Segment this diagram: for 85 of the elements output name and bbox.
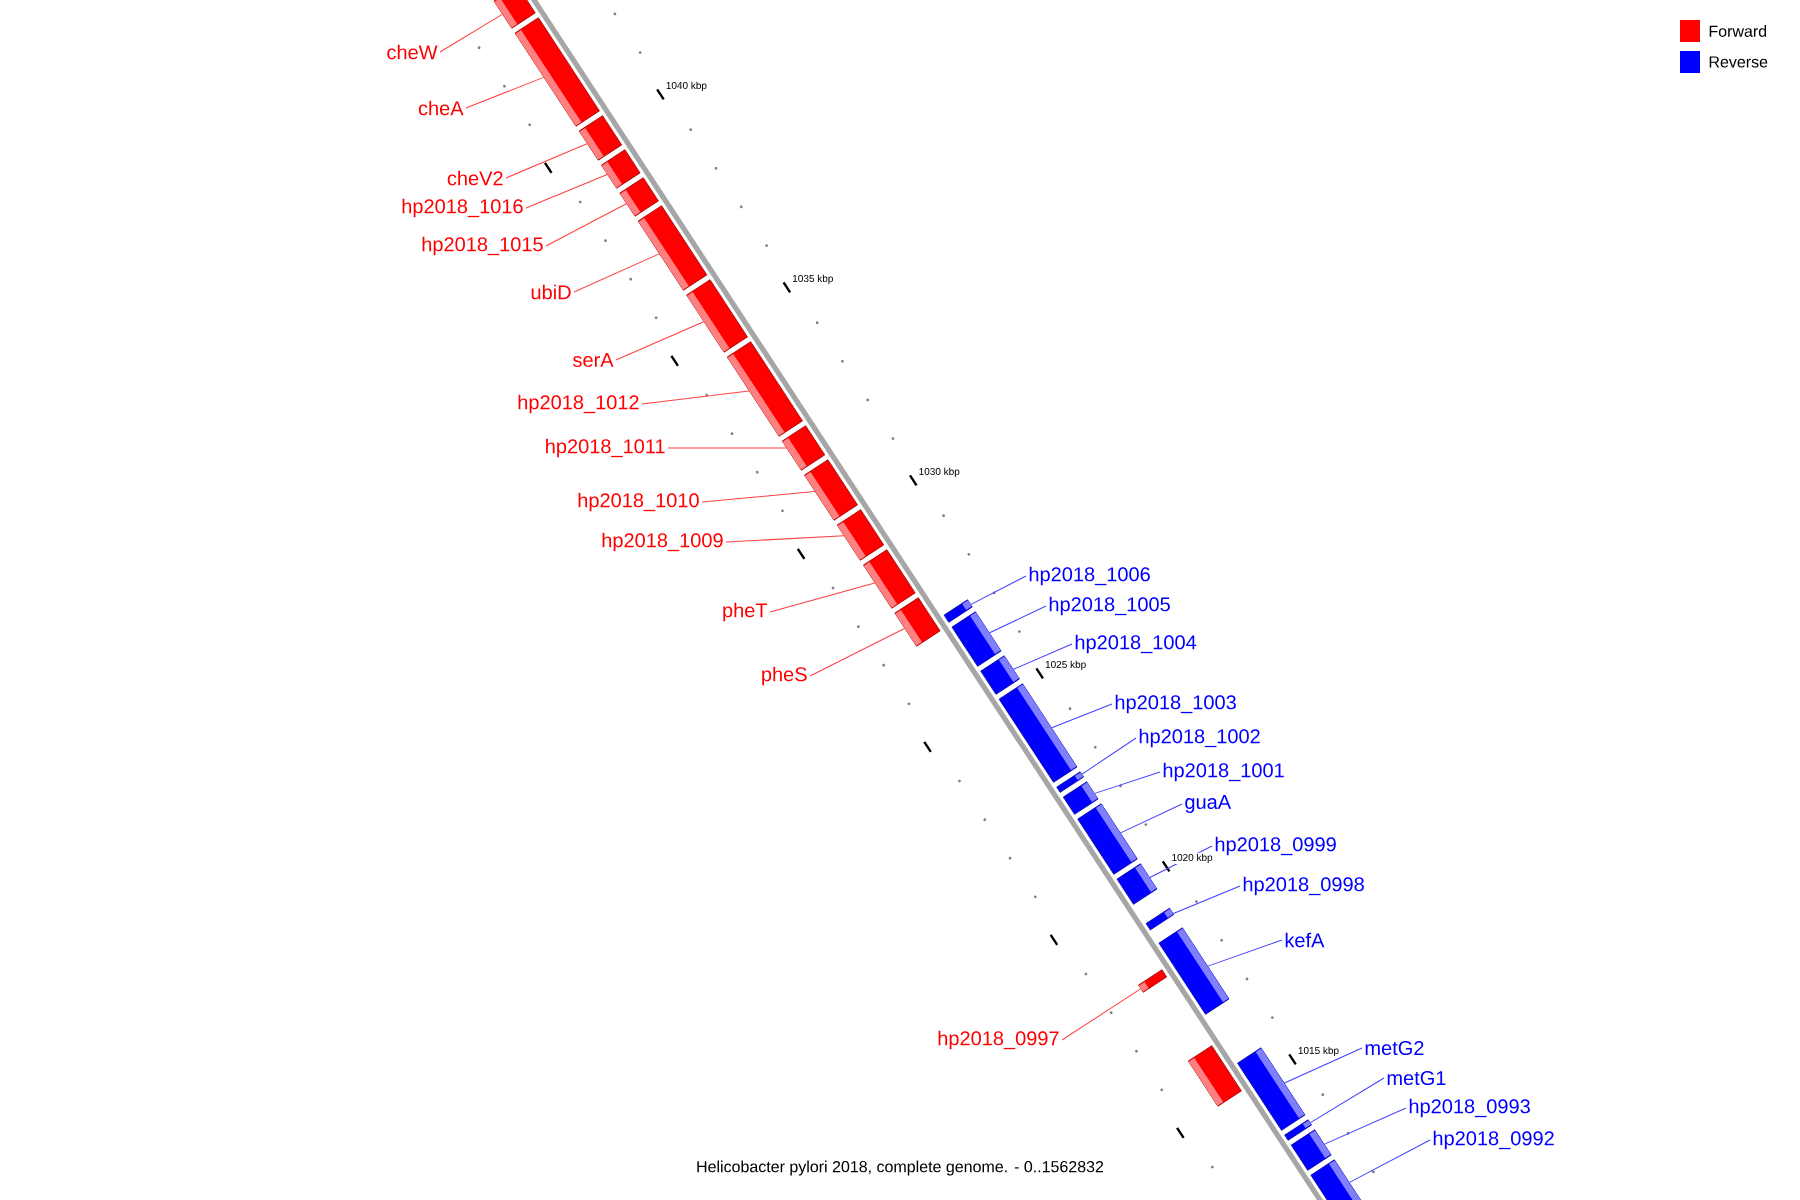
legend-label: Forward <box>1709 25 1767 37</box>
leader-line <box>1309 1077 1385 1124</box>
gene-bar <box>1158 927 1230 1015</box>
leader-line <box>989 605 1047 634</box>
gene-label: cheW <box>387 44 438 60</box>
leader-line <box>1349 1139 1431 1183</box>
gene-bar <box>980 655 1020 695</box>
leader-line <box>1061 988 1142 1041</box>
leader-line <box>1284 1047 1363 1084</box>
gene-label: hp2018_1004 <box>1075 634 1197 654</box>
leader-line <box>1149 845 1213 878</box>
gene-bar <box>1138 969 1168 993</box>
gene-bar <box>836 509 885 561</box>
leader-line <box>439 13 503 53</box>
gene-label: hp2018_1015 <box>422 236 543 256</box>
gene-label: hp2018_1003 <box>1115 694 1236 714</box>
gene-bar <box>493 0 536 29</box>
leader-line <box>667 447 787 449</box>
gene-label: hp2018_1016 <box>402 198 523 218</box>
gene-bar <box>1310 1159 1363 1200</box>
leader-line <box>573 253 660 293</box>
leader-line <box>701 491 816 503</box>
leader-line <box>1172 885 1241 914</box>
gene-bar <box>1145 907 1175 931</box>
gene-label: hp2018_0993 <box>1409 1098 1530 1118</box>
gene-label: hp2018_0992 <box>1433 1130 1554 1150</box>
gene-label: guaA <box>1185 795 1232 813</box>
gene-label: pheT <box>723 602 768 622</box>
legend-label: Reverse <box>1709 56 1768 68</box>
gene-label: hp2018_1009 <box>602 532 723 552</box>
gene-bar <box>637 205 708 291</box>
gene-bar <box>619 177 659 217</box>
gene-label: cheV2 <box>447 170 503 186</box>
leader-line <box>809 628 906 677</box>
gene-bar <box>601 149 641 189</box>
gene-label: cheA <box>418 100 464 116</box>
gene-label: hp2018_1002 <box>1139 728 1260 748</box>
caption: Helicobacter pylori 2018, complete genome. - 0..1562832 <box>697 1160 1104 1176</box>
gene-bar <box>578 115 623 161</box>
gene-bar <box>894 597 941 647</box>
gene-label: hp2018_0998 <box>1243 876 1364 896</box>
gene-bar <box>863 549 916 609</box>
leader-line <box>1324 1107 1407 1145</box>
gene-bar <box>1284 1119 1312 1141</box>
gene-label: hp2018_0997 <box>938 1030 1059 1050</box>
leader-line <box>1207 939 1283 967</box>
gene-label: kefA <box>1285 932 1325 948</box>
gene-label: hp2018_0999 <box>1215 836 1336 856</box>
gene-label: hp2018_1010 <box>578 492 699 512</box>
leader-line <box>545 203 627 247</box>
leader-line <box>1120 803 1183 834</box>
gene-bar <box>1187 1045 1242 1107</box>
gene-label: hp2018_1005 <box>1049 596 1170 616</box>
leader-line <box>1051 703 1113 729</box>
leader-line <box>1094 771 1161 794</box>
leader-line <box>725 535 845 543</box>
gene-bar <box>998 683 1078 783</box>
gene-label: metG1 <box>1387 1070 1446 1086</box>
gene-bar <box>943 599 973 623</box>
leader-line <box>615 321 705 361</box>
gene-bar <box>804 459 858 521</box>
leader-line <box>769 582 876 613</box>
gene-bar <box>951 611 1002 667</box>
gene-label: hp2018_1012 <box>518 394 639 414</box>
gene-bar <box>781 425 826 471</box>
gene-bar <box>1116 863 1158 905</box>
leader-line <box>970 575 1027 605</box>
gene-label: serA <box>573 353 614 367</box>
gene-bar <box>1077 803 1138 875</box>
gene-bar <box>726 341 803 437</box>
leader-line <box>1013 643 1073 670</box>
leader-line <box>525 174 608 209</box>
gene-label: pheS <box>762 666 807 686</box>
gene-label: hp2018_1006 <box>1029 566 1150 586</box>
leader-line <box>1081 737 1137 775</box>
gene-bar <box>1056 771 1084 793</box>
gene-label: hp2018_1011 <box>546 438 665 458</box>
leader-line <box>505 143 588 179</box>
gene-bar <box>514 17 600 127</box>
gene-bar <box>686 279 748 353</box>
gene-label: metG2 <box>1365 1040 1424 1056</box>
gene-label: ubiD <box>531 284 571 300</box>
leader-line <box>641 390 750 405</box>
gene-label: hp2018_1001 <box>1163 762 1284 782</box>
leader-line <box>465 76 545 109</box>
